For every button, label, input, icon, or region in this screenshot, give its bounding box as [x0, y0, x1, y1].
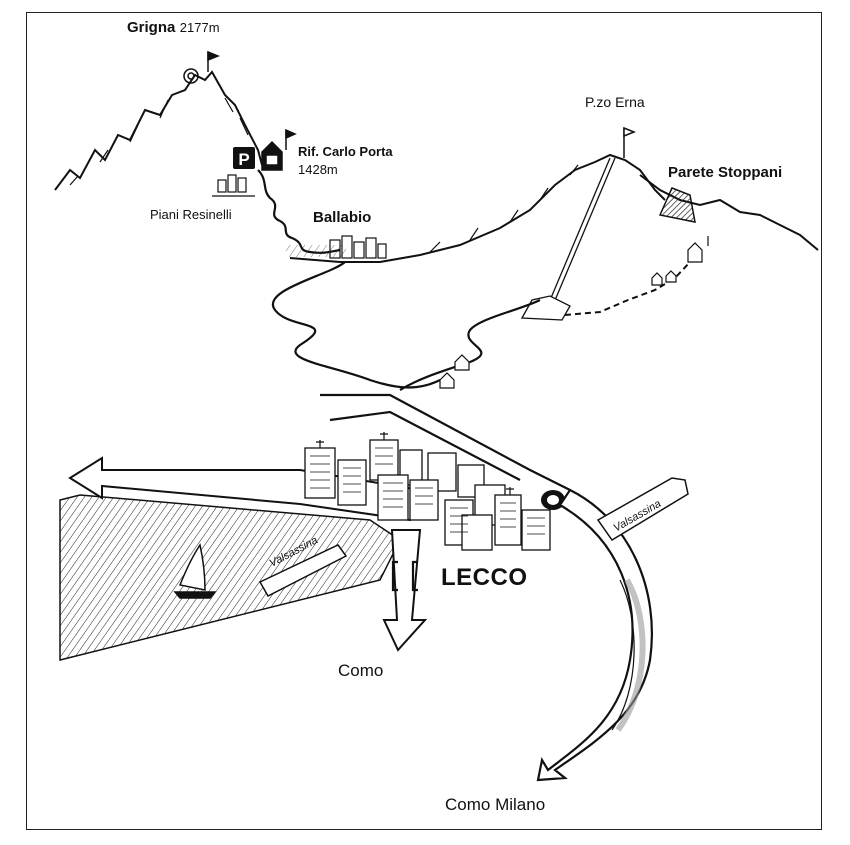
road-milano: [536, 488, 653, 782]
pzo-erna-label: P.zo Erna: [585, 94, 645, 110]
piani-resinelli-village: [212, 174, 255, 197]
main-road: [320, 393, 571, 491]
como-label: Como: [338, 661, 384, 680]
como-milano-label: Como Milano: [445, 795, 546, 814]
valsassina-left-sign: [258, 544, 348, 597]
valley-houses: [439, 270, 677, 389]
svg-text:P: P: [238, 150, 249, 169]
hiking-trail: [564, 261, 691, 316]
lecco-label: LECCO: [441, 564, 528, 591]
road-como-arrow: [382, 529, 428, 652]
grigna-elevation: 2177m: [179, 20, 220, 35]
hut-icon: [261, 128, 297, 171]
hut-icon-right: [687, 236, 709, 263]
parete-stoppani-label: Parete Stoppani: [668, 164, 783, 181]
valley-road-2: [399, 299, 541, 391]
lecco-buildings: [304, 439, 551, 551]
pzo-erna-flag-icon: [623, 126, 637, 158]
valley-road: [271, 261, 441, 389]
antenna-icons: [316, 432, 514, 495]
grigna-summit: [183, 68, 199, 84]
erna-ridge: [289, 153, 666, 263]
rifugio-elevation: 1428m: [298, 162, 338, 177]
slope-hatch-left: [286, 245, 346, 257]
cable-car-icon: [547, 157, 616, 306]
road-west-arrow: [68, 456, 422, 522]
grigna-name: Grigna: [127, 19, 176, 36]
valsassina-right-sign: [596, 477, 689, 542]
ballabio-label: Ballabio: [313, 209, 372, 226]
rifugio-name: Rif. Carlo Porta: [298, 144, 393, 159]
parking-icon: P: [233, 147, 255, 169]
grigna-label: Grigna 2177m: [127, 20, 220, 36]
lake: [59, 494, 401, 661]
map-frame: [26, 12, 822, 830]
summit-flag-icon: [207, 50, 221, 72]
sailboat-icon: [173, 543, 217, 599]
lecco-marker: [391, 560, 418, 592]
lecco-building-windows: [310, 447, 545, 535]
grigna-ridge: [54, 70, 263, 191]
station-icon: [520, 295, 571, 321]
piani-resinelli-label: Piani Resinelli: [150, 207, 232, 222]
parete-stoppani-cliff: [658, 187, 696, 223]
